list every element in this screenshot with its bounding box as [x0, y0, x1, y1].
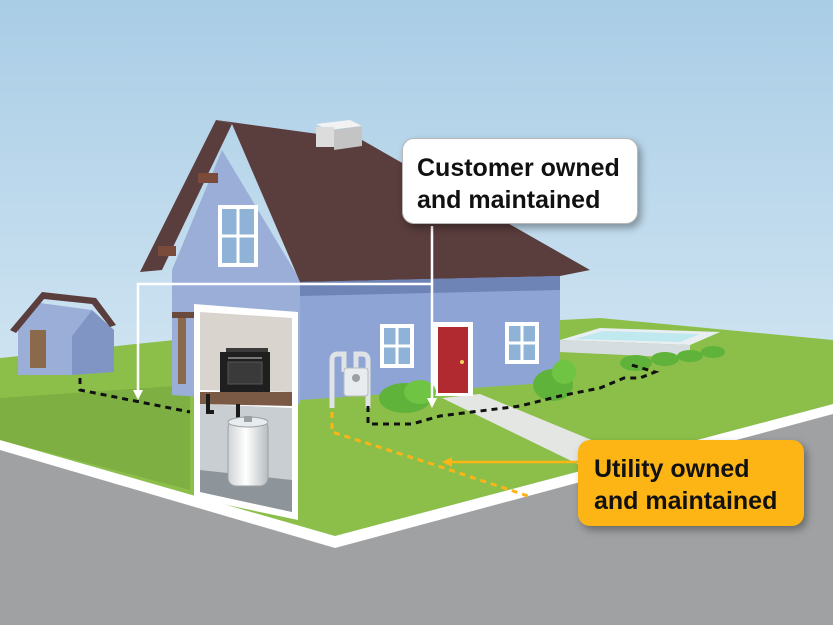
roof-shadow: [300, 276, 560, 296]
attic-window-icon: [218, 205, 258, 267]
customer-pointer-lines: [136, 226, 434, 402]
gable-vent: [158, 246, 176, 256]
window-icon: [505, 322, 539, 364]
gas-meter-icon: [329, 351, 371, 408]
shrub-icon: [379, 360, 576, 413]
arrow-head: [427, 398, 437, 408]
customer-callout-line2: and maintained: [417, 186, 601, 214]
customer-gas-lines: [78, 362, 660, 426]
door-icon: [433, 322, 473, 396]
heater-gas-pipe: [206, 394, 240, 418]
basement-cutaway: [194, 304, 298, 520]
shrub-row: [620, 346, 725, 371]
arrow-head: [442, 457, 452, 467]
chimney-icon: [316, 120, 362, 150]
curb: [0, 404, 833, 548]
utility-callout-line2: and maintained: [594, 487, 778, 515]
roof-left: [140, 120, 232, 272]
road: [0, 412, 833, 625]
utility-callout-line1: Utility owned: [594, 455, 750, 483]
customer-owned-callout: Customer owned and maintained: [402, 138, 638, 224]
window-icon: [380, 324, 414, 368]
stove-icon: [220, 348, 270, 392]
water-heater-icon: [227, 416, 269, 487]
shed-icon: [10, 292, 116, 375]
lawn-shade: [0, 385, 190, 490]
customer-callout-line1: Customer owned: [417, 154, 620, 182]
porch: [172, 312, 196, 384]
utility-owned-callout: Utility owned and maintained: [578, 440, 804, 526]
arrow-head: [133, 390, 143, 400]
gable-vent: [198, 173, 218, 183]
